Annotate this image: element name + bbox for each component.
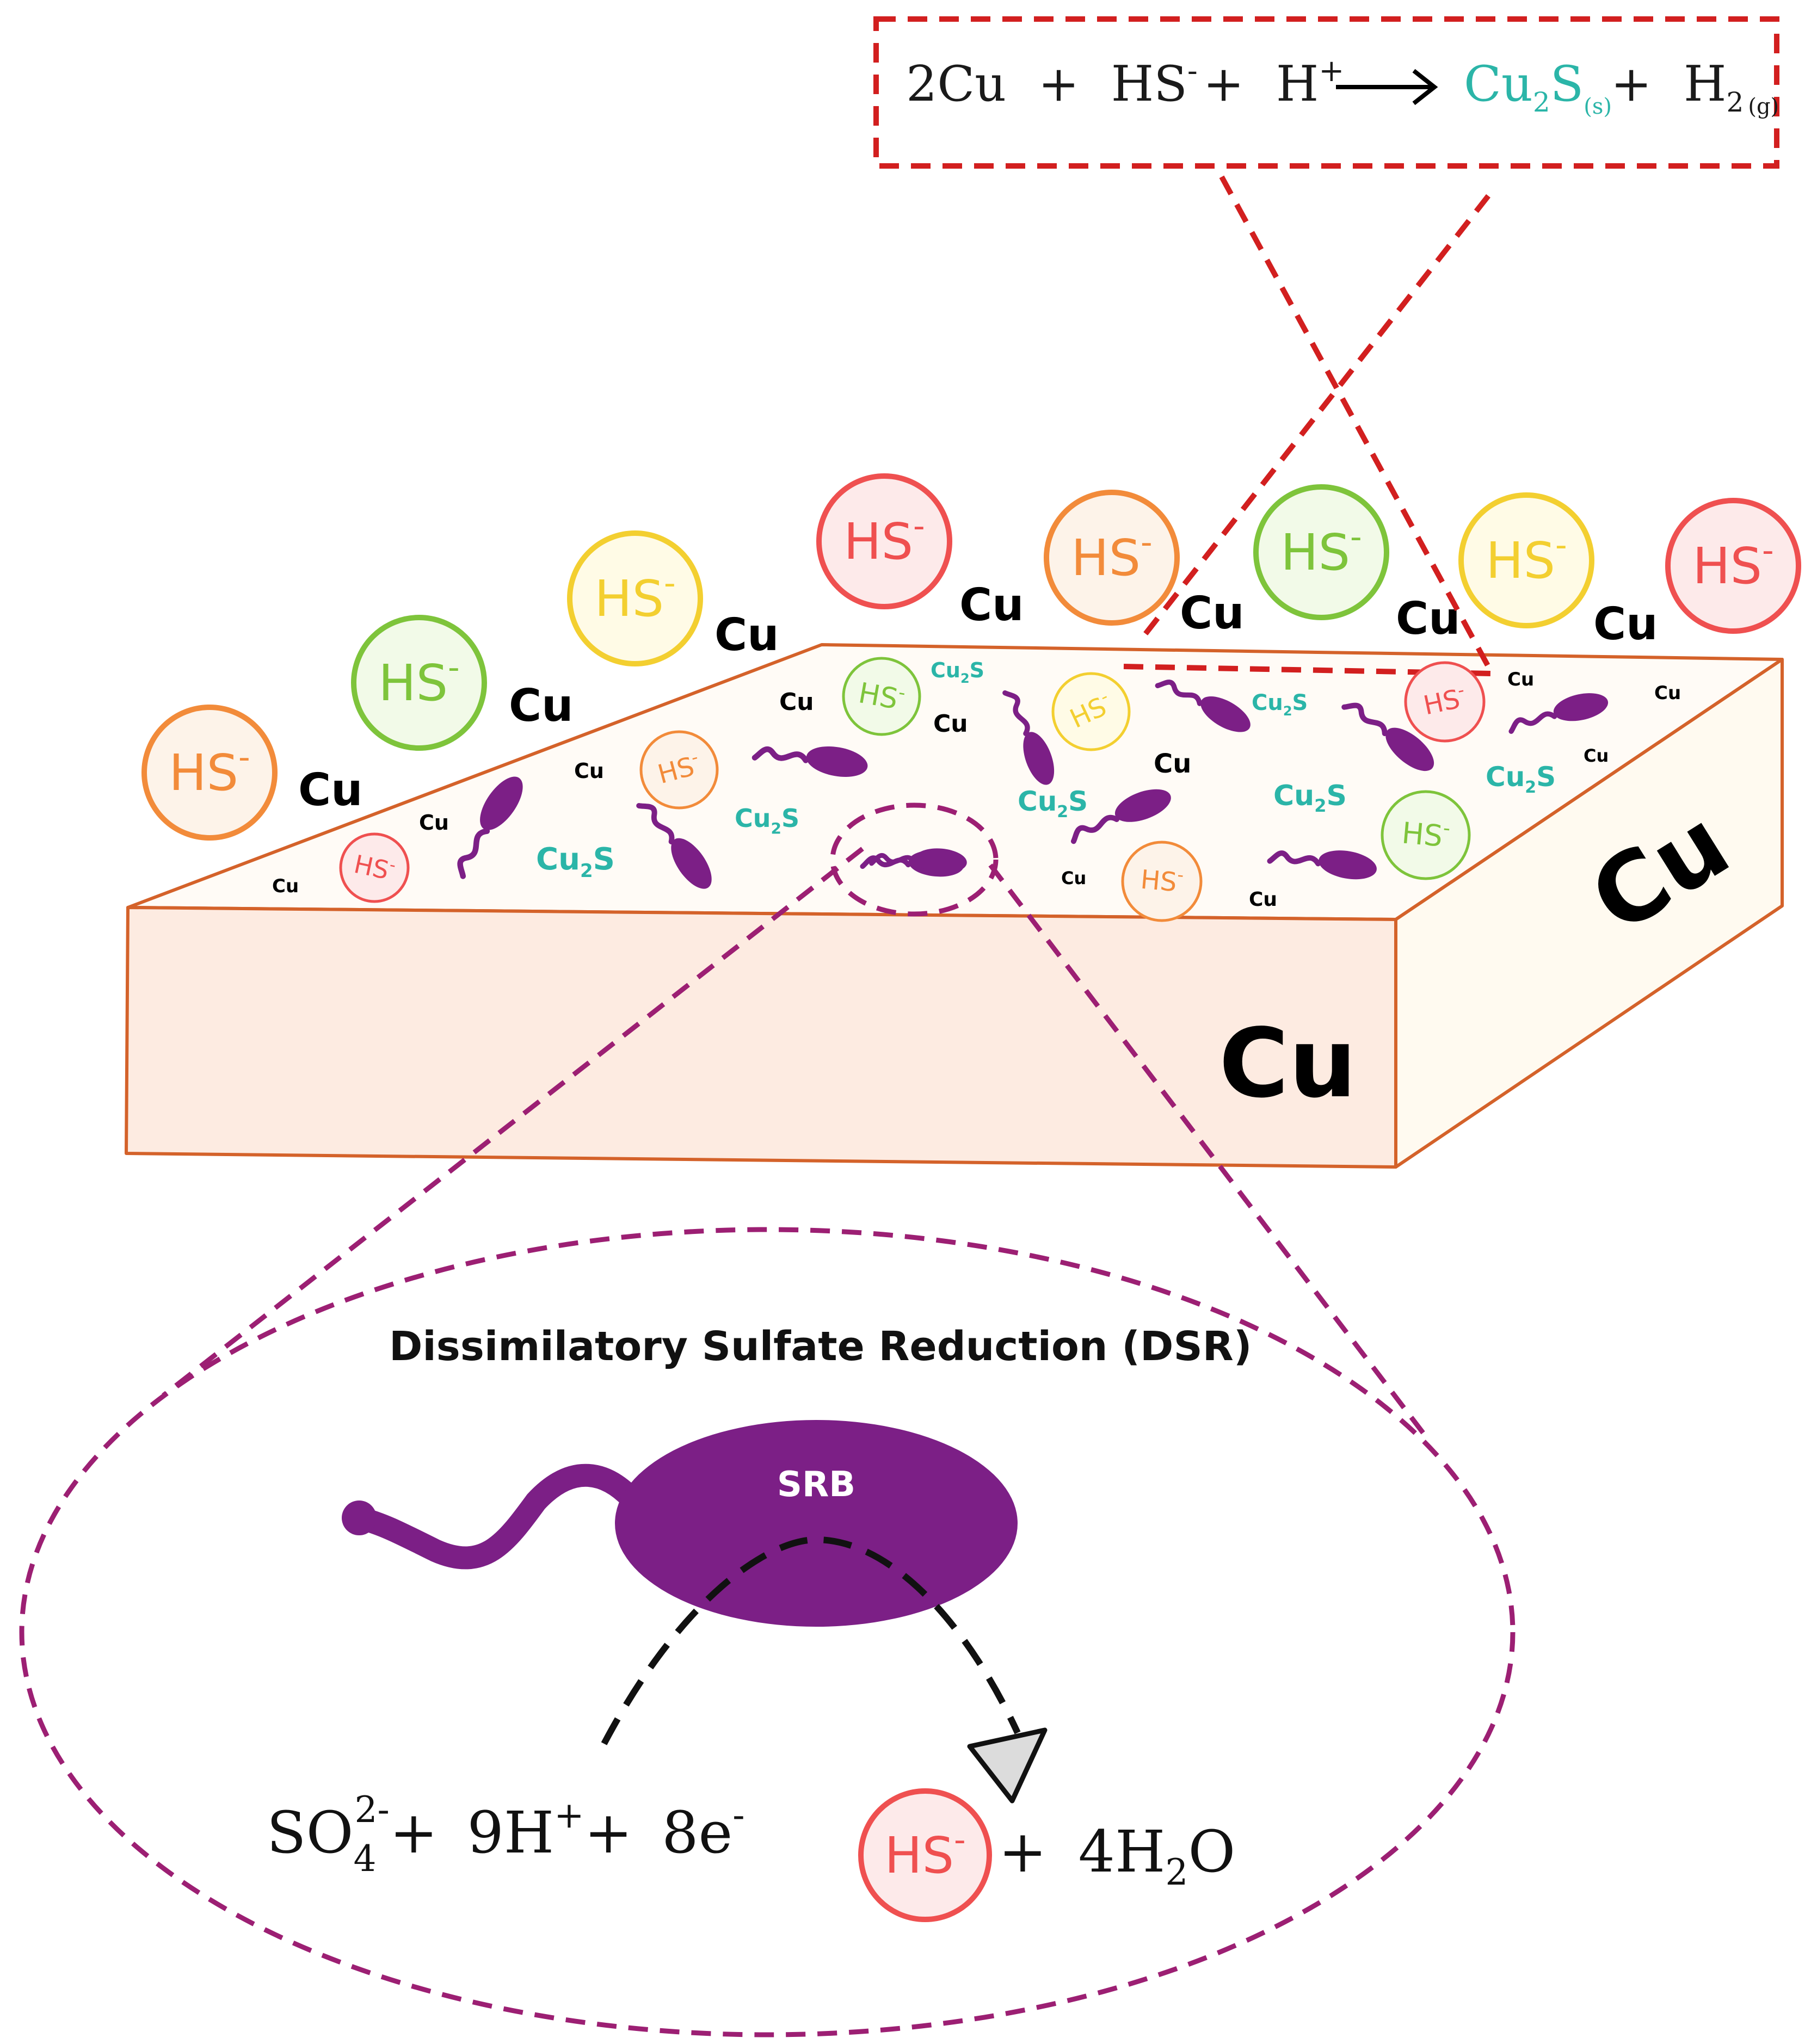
- cu2s-label: Cu2S: [1018, 786, 1088, 822]
- hs-ion: HS-: [1253, 484, 1389, 620]
- cu-label: Cu: [419, 811, 449, 835]
- hs-ion: HS-: [1044, 490, 1180, 626]
- dsr-products: + 4H2O: [999, 1818, 1235, 1893]
- cu2s-label: Cu2S: [1273, 780, 1347, 816]
- hs-ion: HS-: [1051, 672, 1131, 751]
- svg-text:HS-: HS-: [1486, 526, 1567, 590]
- hs-ion: HS-: [1404, 661, 1486, 743]
- dsr-magnifier: [19, 802, 1516, 2037]
- dsr-reaction-arrow: [601, 1536, 1048, 1804]
- cu2s-label: Cu2S: [1252, 690, 1308, 719]
- cu-label: Cu: [1180, 588, 1245, 639]
- hs-ions-floating: HS- HS- HS- HS- HS- HS- HS- HS-: [141, 473, 1801, 841]
- hs-ion: HS-: [351, 615, 487, 751]
- svg-text:Cu2S(s): Cu2S(s): [1464, 55, 1612, 119]
- hs-ion: HS-: [141, 705, 278, 841]
- cu-label: Cu: [1654, 682, 1681, 704]
- cu-label: Cu: [1584, 745, 1609, 766]
- hs-ion: HS-: [1458, 492, 1594, 628]
- svg-text:+ H2(g): + H2(g): [1611, 55, 1779, 119]
- copper-block: Cu Cu: [125, 643, 1784, 1169]
- hs-ion: HS-: [842, 657, 921, 736]
- product-copper-sulfide: Cu: [1464, 55, 1533, 113]
- reactant-proton: H: [1276, 55, 1319, 113]
- srb-bacterium: SRB: [342, 1420, 1018, 1627]
- reaction-equation: 2Cu + HS-+ H+ Cu2S(s) + H2(g): [906, 53, 1779, 119]
- magnifier-line: [988, 863, 1428, 1438]
- dsr-ellipse: [19, 1227, 1516, 2037]
- hs-ion: HS-: [1121, 841, 1203, 922]
- cu-label: Cu: [298, 764, 363, 816]
- hs-ion: HS-: [1381, 790, 1471, 880]
- svg-text:HS-: HS-: [1692, 532, 1773, 595]
- hs-ions-surface: HS- HS- HS- HS- HS- HS- HS-: [339, 657, 1486, 922]
- reaction-arrow: [1336, 69, 1438, 106]
- svg-text:HS-: HS-: [1420, 680, 1469, 721]
- srb-label: SRB: [777, 1465, 855, 1505]
- hs-ion: HS-: [339, 832, 410, 903]
- dsr-panel: Dissimilatory Sulfate Reduction (DSR) SR…: [267, 1323, 1252, 1922]
- dsr-reactants: SO42-+ 9H++ 8e-: [267, 1789, 745, 1880]
- copper-block-front-label: Cu: [1219, 1009, 1357, 1119]
- cu-labels: Cu Cu Cu Cu Cu Cu Cu Cu Cu Cu Cu Cu Cu C…: [272, 579, 1681, 911]
- cu-label: Cu: [1507, 669, 1534, 690]
- copper-block-side-face: [1394, 658, 1784, 1169]
- reactant-bisulfide: HS: [1111, 55, 1187, 113]
- svg-text:HS-: HS-: [594, 564, 675, 628]
- hs-ion: HS-: [639, 730, 719, 810]
- hs-ion: HS-: [1665, 498, 1801, 634]
- srb-flagellum: [348, 1463, 648, 1570]
- dsr-title: Dissimilatory Sulfate Reduction (DSR): [389, 1323, 1252, 1370]
- svg-text:HS-: HS-: [1280, 518, 1362, 582]
- cu-label: Cu: [714, 609, 779, 661]
- reaction-box: [873, 16, 1779, 169]
- cu-label: Cu: [1061, 868, 1086, 888]
- cu2s-labels: Cu2S Cu2S Cu2S Cu2S Cu2S Cu2S Cu2S: [536, 658, 1556, 882]
- cu-label: Cu: [272, 875, 299, 897]
- cu-label: Cu: [1593, 598, 1658, 650]
- svg-text:HS-: HS-: [352, 848, 398, 886]
- svg-text:HS-: HS-: [378, 649, 459, 712]
- svg-text:2Cu + HS-+ H: 2Cu + HS-+ H+: [906, 53, 1344, 113]
- magnifier-line: [162, 847, 864, 1398]
- cu2s-label: Cu2S: [536, 842, 615, 882]
- svg-text:HS-: HS-: [169, 738, 250, 802]
- cu-label: Cu: [509, 680, 574, 732]
- dsr-product-hs-ion: HS-: [858, 1788, 992, 1922]
- cu2s-label: Cu2S: [931, 658, 984, 686]
- cu-label: Cu: [1249, 888, 1277, 911]
- copper-block-front-face: [125, 906, 1397, 1169]
- cu-label: Cu: [933, 710, 968, 738]
- svg-text:HS-: HS-: [884, 1821, 965, 1885]
- product-hydrogen: H: [1684, 55, 1727, 113]
- svg-text:HS-: HS-: [1071, 523, 1152, 587]
- srb-cell-body: [615, 1420, 1018, 1627]
- cu2s-label: Cu2S: [735, 804, 799, 837]
- svg-text:HS-: HS-: [1401, 813, 1451, 854]
- cu-label: Cu: [959, 579, 1024, 631]
- reaction-magnifier: [873, 16, 1779, 676]
- cu2s-label: Cu2S: [1486, 761, 1556, 797]
- cu-label: Cu: [779, 688, 814, 716]
- hs-ion: HS-: [816, 473, 952, 609]
- svg-text:HS-: HS-: [1139, 861, 1185, 899]
- cu-label: Cu: [1154, 749, 1191, 779]
- cu-label: Cu: [574, 759, 604, 783]
- hs-ion: HS-: [567, 530, 703, 666]
- reactant-copper: 2Cu: [906, 55, 1006, 113]
- svg-text:HS-: HS-: [856, 675, 907, 717]
- surface-focus-ellipse: [830, 802, 999, 917]
- cu-label: Cu: [1396, 593, 1461, 645]
- svg-text:HS-: HS-: [843, 507, 925, 571]
